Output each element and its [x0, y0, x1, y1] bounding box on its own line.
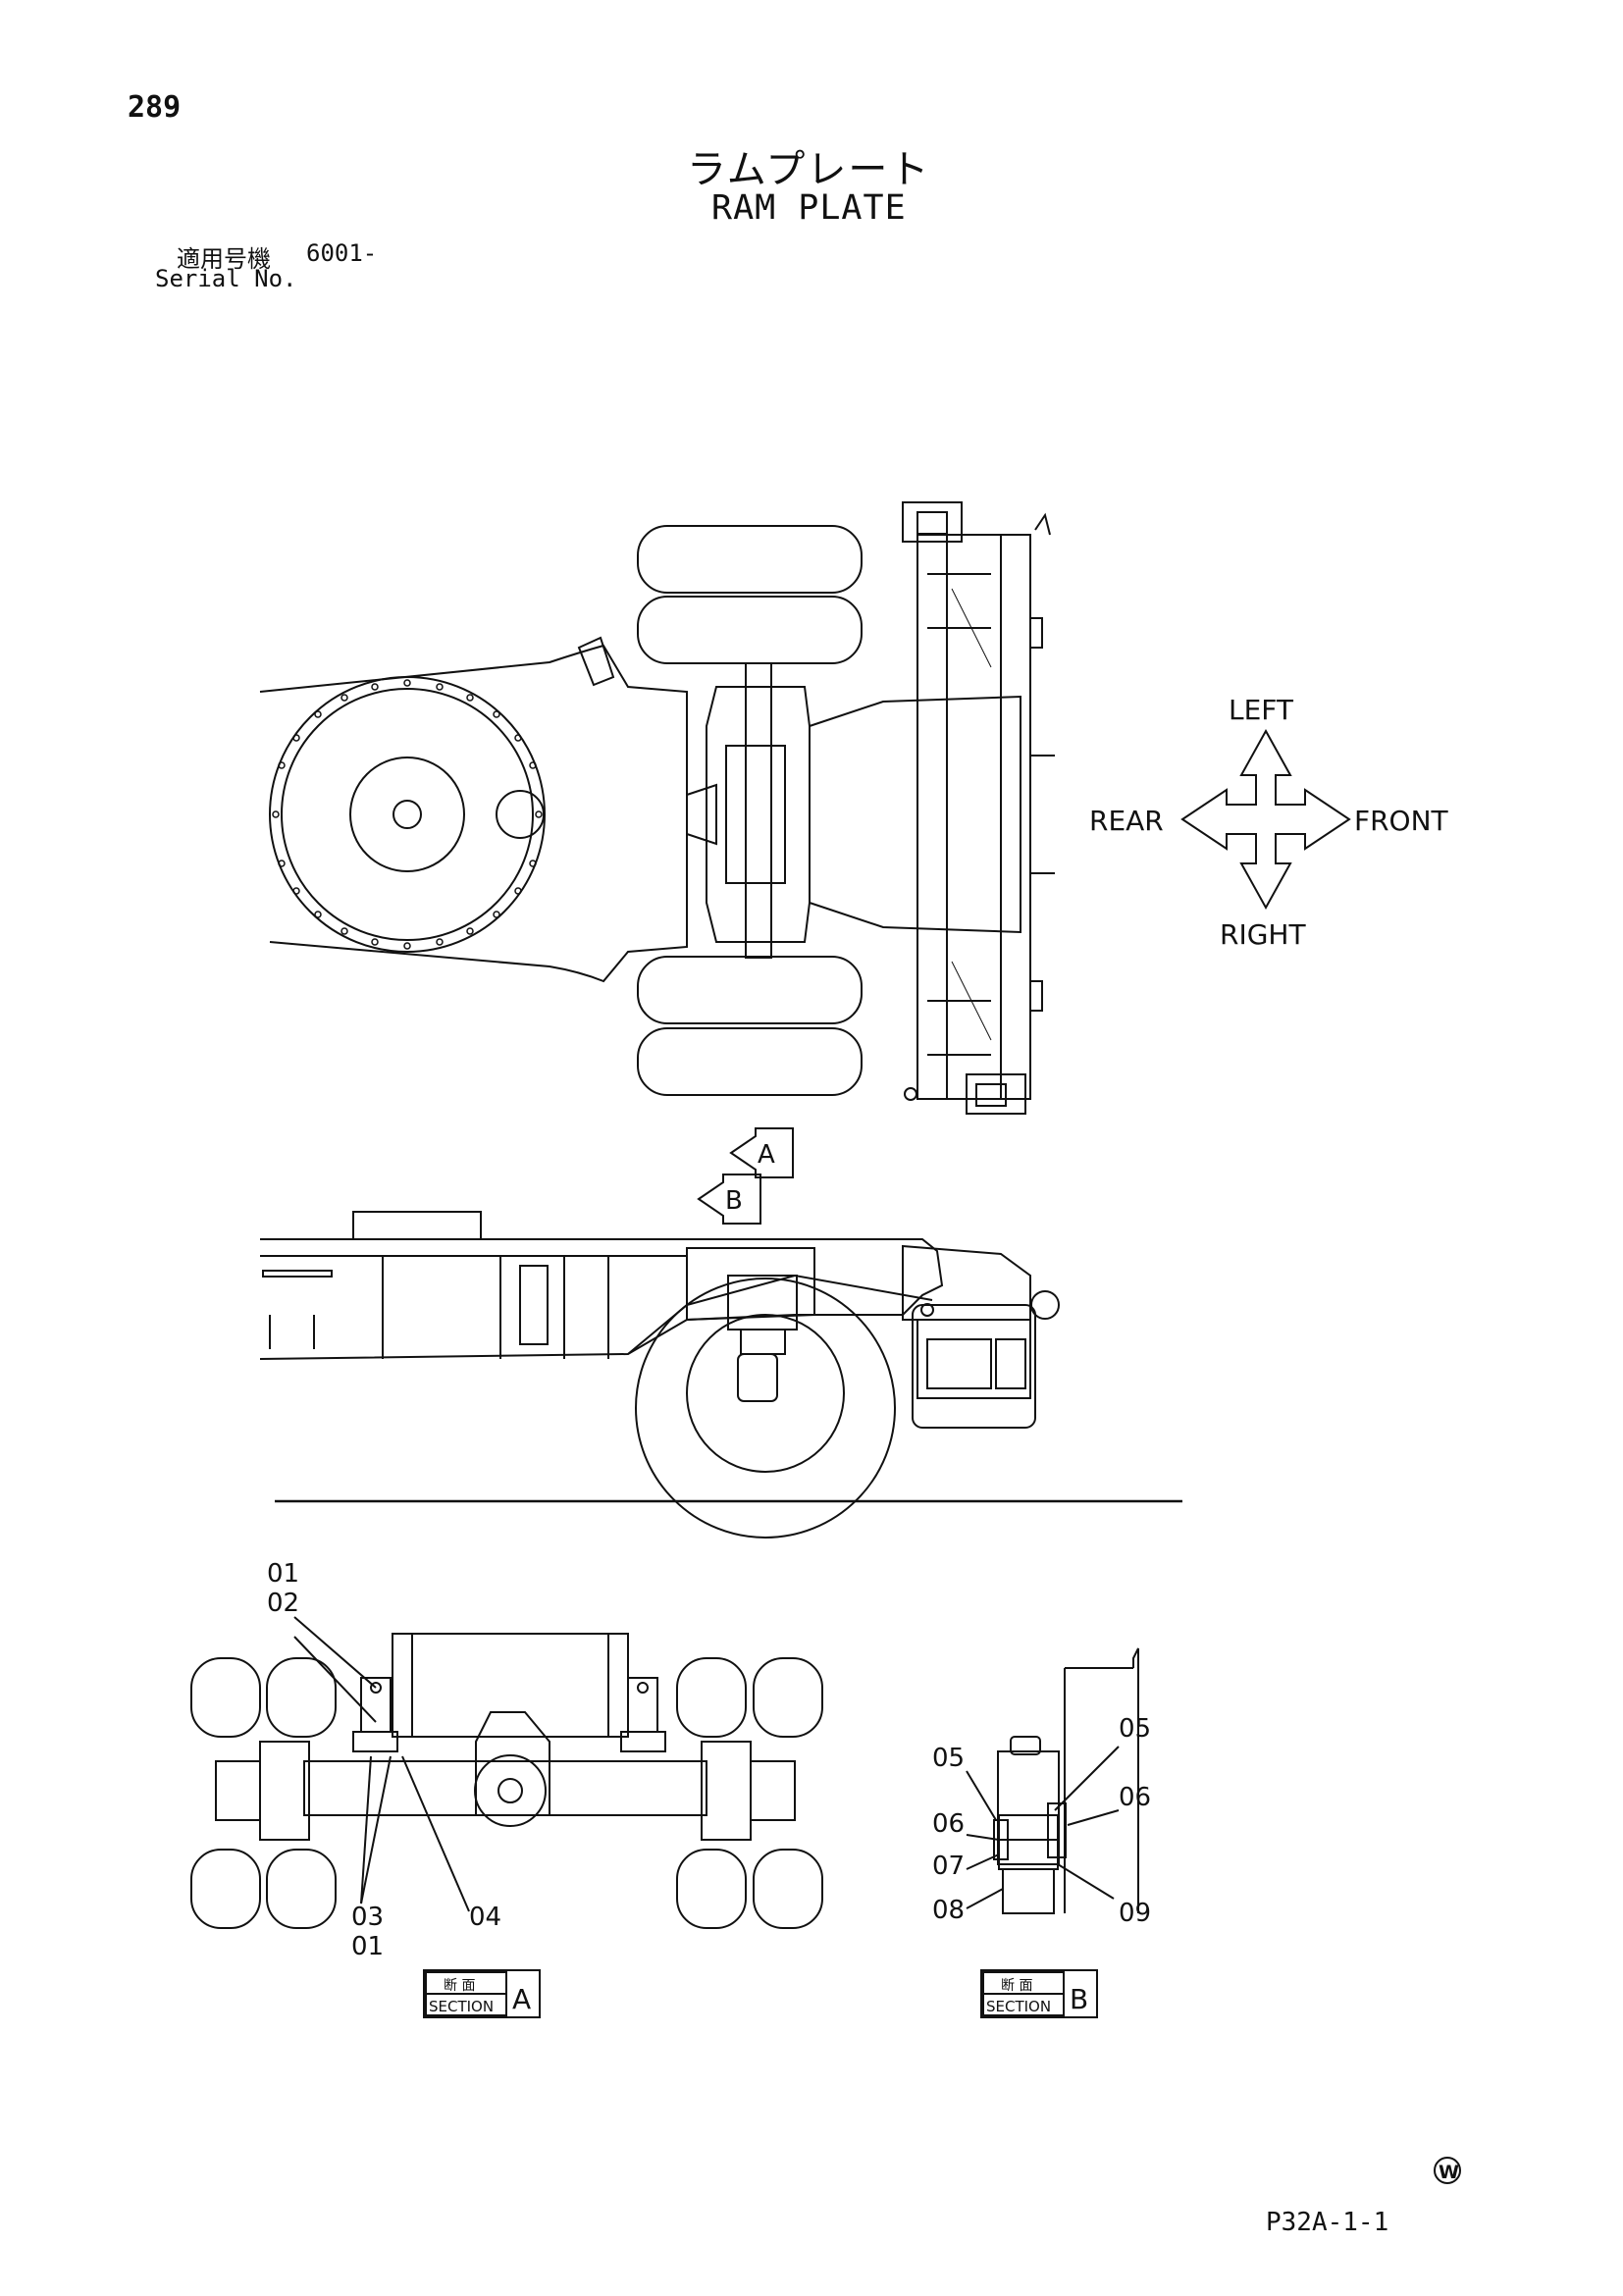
section-a-drawing: [190, 1616, 823, 1929]
serial-label-japanese: 適用号機: [177, 245, 271, 273]
serial-value: 6001-: [306, 239, 378, 267]
serial-label-english: Serial No.: [155, 265, 297, 292]
circled-w-mark: W: [1434, 2157, 1461, 2184]
page-number: 289: [128, 90, 182, 125]
compass-front-label: FRONT: [1354, 805, 1449, 837]
section-b-label-en: SECTION: [986, 1998, 1051, 2015]
compass-rear-label: REAR: [1089, 805, 1164, 837]
title-japanese: ラムプレート: [687, 147, 931, 192]
top-view-drawing: [259, 501, 1055, 1115]
view-arrow-b: B: [697, 1174, 761, 1225]
side-view-drawing: [259, 1211, 1182, 1539]
section-b-label-box: [980, 1969, 1098, 2018]
section-a-label-box: [423, 1969, 541, 2018]
callout-05-right: 05: [1119, 1714, 1151, 1744]
compass-right-label: RIGHT: [1220, 918, 1306, 951]
title-english: RAM PLATE: [711, 188, 907, 228]
compass-left-label: LEFT: [1229, 694, 1294, 726]
section-a-label-en: SECTION: [429, 1998, 494, 2015]
callout-04: 04: [469, 1903, 501, 1932]
circled-w-letter: W: [1439, 2162, 1459, 2183]
callout-08: 08: [932, 1896, 965, 1925]
callout-07: 07: [932, 1852, 965, 1881]
callout-03: 03: [351, 1903, 384, 1932]
callout-06-left: 06: [932, 1809, 965, 1839]
callout-05-left: 05: [932, 1744, 965, 1773]
section-a-letter: A: [512, 1983, 531, 2015]
callout-01-top: 01: [267, 1559, 299, 1589]
callout-06-right: 06: [1119, 1783, 1151, 1812]
section-b-drawing: [966, 1647, 1139, 1914]
view-arrow-b-label: B: [725, 1186, 743, 1216]
callout-02: 02: [267, 1589, 299, 1618]
section-a-label-jp: 断 面: [444, 1978, 475, 1994]
direction-compass: [1180, 728, 1351, 911]
callout-01-bottom: 01: [351, 1932, 384, 1961]
view-arrow-a-label: A: [758, 1140, 775, 1170]
section-b-label-jp: 断 面: [1001, 1978, 1032, 1994]
view-arrow-a: A: [729, 1127, 794, 1178]
turntable-bolt-holes: [272, 679, 543, 950]
section-b-letter: B: [1070, 1983, 1088, 2015]
page-code: P32A-1-1: [1266, 2208, 1389, 2237]
callout-09: 09: [1119, 1899, 1151, 1928]
